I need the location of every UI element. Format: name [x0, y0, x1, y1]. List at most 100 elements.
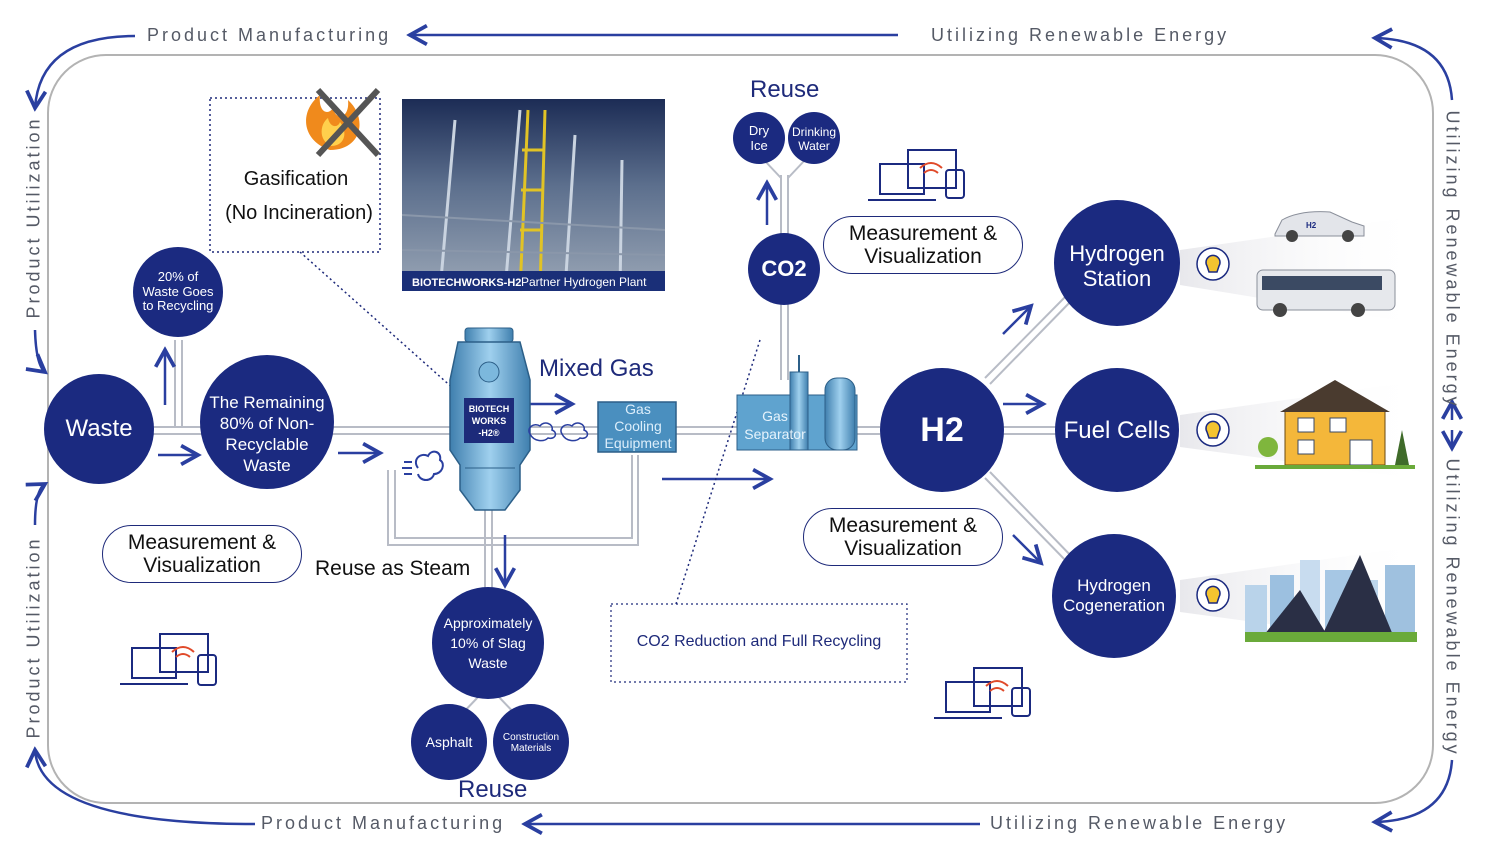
waste-node [44, 374, 154, 484]
gas-separator-line-2: Separator [744, 425, 806, 442]
dry-ice-line-2: Ice [750, 138, 768, 153]
measure-top-line-2: Visualization [864, 245, 982, 268]
co2-label: CO2 [761, 256, 807, 282]
loop-label-bottom-right: Utilizing Renewable Energy [990, 813, 1289, 833]
recycling-node [133, 247, 223, 337]
measurement-pill-top: Measurement & Visualization [823, 216, 1023, 274]
steam-icon [402, 450, 444, 481]
cogeneration-node [1052, 534, 1176, 658]
dry-ice-line-1: Dry [748, 123, 770, 139]
remaining-line-4: Waste [243, 456, 291, 476]
measurement-pill-left: Measurement & Visualization [102, 525, 302, 583]
loop-label-right-bottom: Utilizing Renewable Energy [1442, 458, 1463, 757]
city-icon [1245, 555, 1417, 642]
measure-right-line-2: Visualization [844, 537, 962, 560]
slag-line-1: Approximately [443, 614, 533, 631]
gas-separator-line-1: Gas [762, 408, 788, 424]
gasification-callout [209, 97, 381, 253]
plant-photo [401, 99, 666, 292]
loop-arrows [35, 35, 1452, 824]
fuel-cells-label: Fuel Cells [1063, 417, 1171, 445]
remaining-node [200, 355, 334, 489]
gas-separator-unit [736, 355, 858, 451]
gas-cooling-line-2: Cooling [614, 417, 662, 434]
no-fire-icon [306, 87, 381, 158]
cogeneration-line-1: Hydrogen [1077, 576, 1151, 596]
remaining-line-2: 80% of Non- [219, 413, 315, 433]
co2-node [748, 233, 820, 305]
lightbulb-icon [1196, 247, 1230, 612]
recycling-label: 20% of Waste Goes to Recycling [133, 264, 223, 320]
slag-node [432, 587, 544, 699]
hydrogen-station-node [1054, 200, 1180, 326]
loop-label-bottom-left: Product Manufacturing [261, 813, 506, 833]
photo-caption-right: Partner Hydrogen Plant [521, 275, 647, 289]
drinking-water-node [788, 112, 840, 164]
mixed-gas-label: Mixed Gas [539, 355, 654, 382]
recycling-line-1: 20% of [157, 268, 199, 284]
loop-label-left-bottom: Product Utilization [23, 536, 44, 739]
gasification-label: Gasification [243, 168, 349, 190]
construction-line-2: Materials [510, 743, 552, 754]
co2-reduction-label: CO2 Reduction and Full Recycling [636, 633, 882, 650]
remaining-line-1: The Remaining [209, 392, 325, 412]
car-icon [1274, 211, 1365, 242]
construction-line-1: Construction [502, 731, 560, 743]
measurement-pill-right: Measurement & Visualization [803, 508, 1003, 566]
hydrogen-station-line-1: Hydrogen [1069, 240, 1165, 266]
cogeneration-line-2: Cogeneration [1062, 596, 1166, 615]
gas-cooling-box [597, 401, 677, 453]
photo-caption-left: BIOTECHWORKS-H2 [412, 277, 521, 289]
devices-wifi-icon [120, 149, 1031, 719]
recycling-line-3: to Recycling [142, 298, 214, 314]
h2-label: H2 [920, 411, 964, 450]
drinking-water-line-1: Drinking [791, 125, 836, 140]
drinking-water-label: Drinking Water [788, 125, 840, 155]
loop-label-top-left: Product Manufacturing [147, 25, 392, 45]
h2-node [880, 368, 1004, 492]
hydrogen-station-label: Hydrogen Station [1055, 240, 1179, 292]
bus-icon [1256, 269, 1396, 317]
hydrogen-station-line-2: Station [1082, 266, 1152, 291]
gas-separator-label: Gas Separator [738, 408, 812, 443]
reuse-bottom-label: Reuse [458, 776, 528, 803]
loop-label-left-top: Product Utilization [23, 116, 44, 319]
slag-label: Approximately 10% of Slag Waste [432, 610, 544, 676]
reactor-label-1: BIOTECH [469, 404, 510, 414]
slag-line-3: Waste [468, 655, 508, 672]
asphalt-node [411, 704, 487, 780]
loop-label-top-right: Utilizing Renewable Energy [931, 25, 1230, 45]
no-incineration-label: (No Incineration) [225, 202, 373, 224]
reactor-label-2: WORKS [472, 416, 507, 426]
car-badge: H2 [1306, 221, 1317, 230]
house-icon [1255, 380, 1415, 469]
drinking-water-line-2: Water [798, 139, 830, 153]
measure-left-line-1: Measurement & [127, 530, 277, 554]
gas-cooling-line-3: Equipment [604, 434, 672, 451]
gas-cooling-label: Gas Cooling Equipment [598, 401, 678, 451]
recycling-line-2: Waste Goes [142, 283, 214, 299]
construction-node [493, 704, 569, 780]
loop-label-right-top: Utilizing Renewable Energy [1442, 110, 1463, 409]
waste-label: Waste [65, 415, 133, 443]
reuse-steam-label: Reuse as Steam [315, 557, 471, 580]
dry-ice-label: Dry Ice [733, 123, 785, 154]
measure-top-line-1: Measurement & [848, 221, 998, 245]
measure-left-line-2: Visualization [143, 554, 261, 577]
measure-right-line-1: Measurement & [828, 513, 978, 537]
reactor-label-3: -H2® [478, 428, 500, 438]
reuse-top-label: Reuse [750, 76, 820, 103]
slag-line-2: 10% of Slag [450, 634, 526, 651]
asphalt-label: Asphalt [425, 733, 473, 750]
cogeneration-label: Hydrogen Cogeneration [1052, 574, 1176, 618]
remaining-label: The Remaining 80% of Non- Recyclable Was… [200, 390, 334, 478]
gas-cloud-icon [528, 422, 589, 442]
wifi-signal [171, 162, 1009, 692]
fuel-cells-node [1055, 368, 1179, 492]
reactor-unit [449, 327, 531, 511]
node-circles [44, 112, 1180, 780]
remaining-line-3: Recyclable [225, 435, 309, 454]
dry-ice-node [733, 112, 785, 164]
co2-reduction-callout [610, 603, 908, 683]
